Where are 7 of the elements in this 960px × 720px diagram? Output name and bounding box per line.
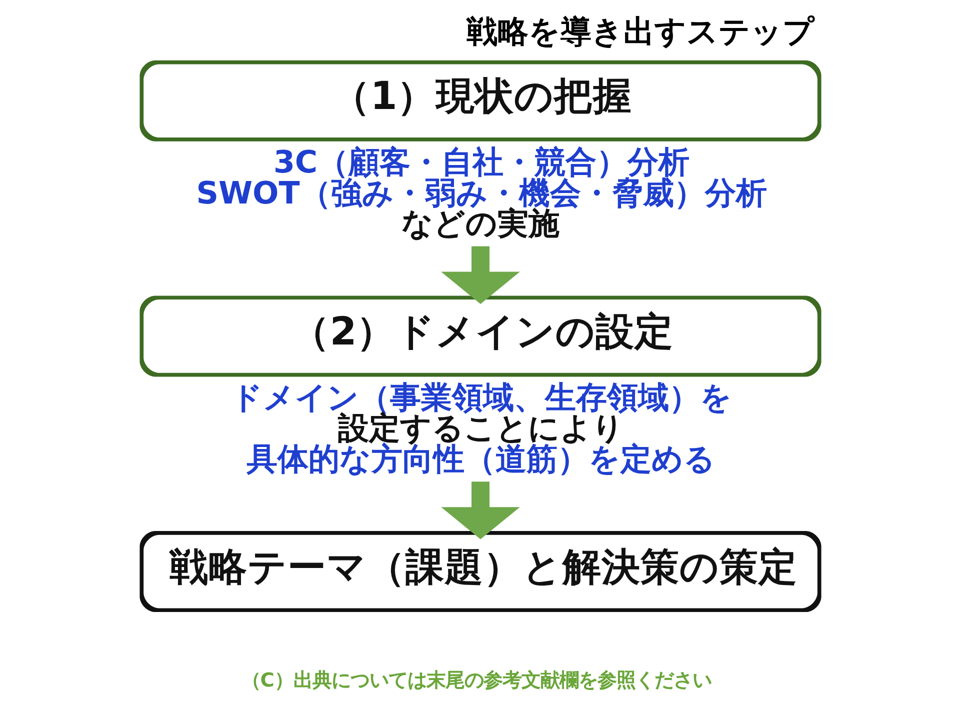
arrow [440,246,520,304]
node-box: 戦略テーマ（課題）と解決策の策定 [139,531,821,612]
node-box: （2）ドメインの設定 [139,296,821,377]
arrow [440,482,520,540]
label: （C）出典については末尾の参考文献欄を参照ください [240,668,711,692]
diagram-title: 戦略を導き出すステップ [466,14,814,50]
node-box: （1）現状の把握 [139,60,821,142]
